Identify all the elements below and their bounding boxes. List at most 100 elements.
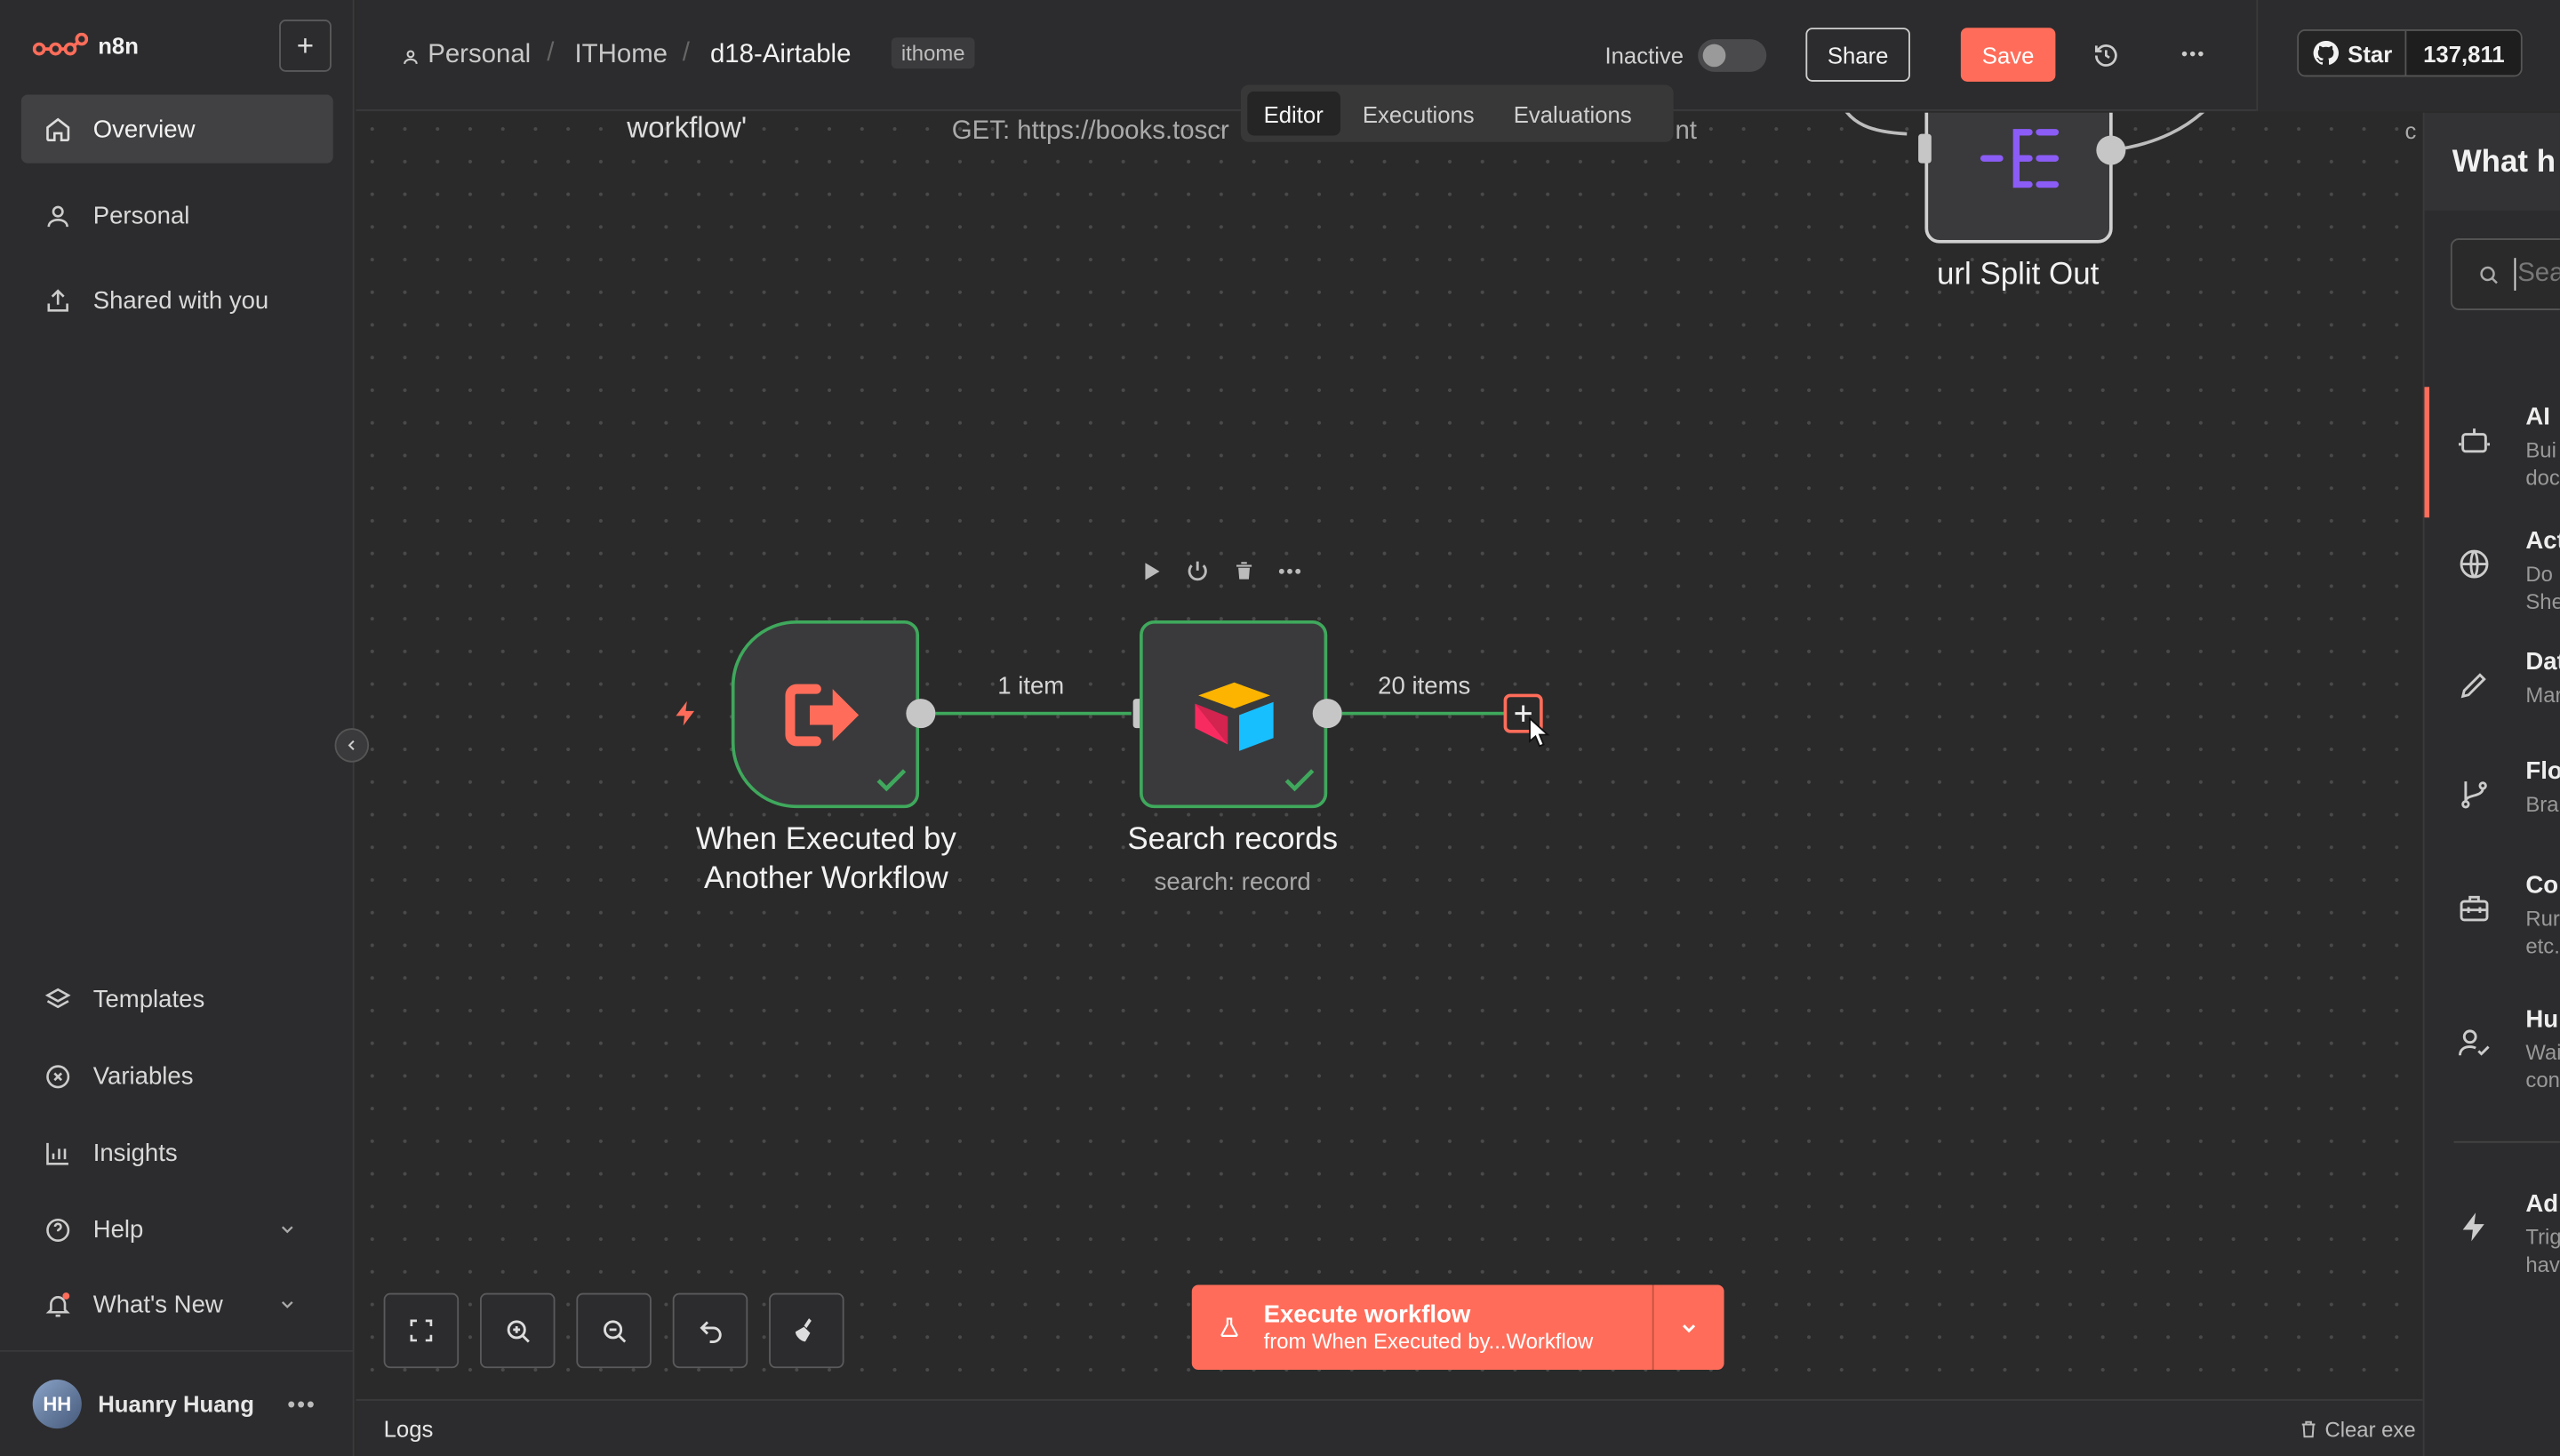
category-action[interactable]: Act Do She bbox=[2424, 511, 2560, 628]
zoom-in-button[interactable] bbox=[479, 1292, 556, 1369]
active-toggle[interactable] bbox=[1698, 39, 1767, 72]
clear-execution-button[interactable]: Clear exe bbox=[2299, 1417, 2416, 1442]
tidy-up-button[interactable] bbox=[769, 1292, 844, 1369]
breadcrumb-separator: / bbox=[547, 39, 555, 68]
airtable-icon bbox=[1195, 682, 1274, 751]
node-search-input[interactable]: Sea bbox=[2450, 238, 2560, 310]
category-human[interactable]: Hu Wai con bbox=[2424, 989, 2560, 1107]
logs-bar[interactable]: Logs Clear exe bbox=[356, 1399, 2423, 1456]
category-desc: Do She bbox=[2525, 561, 2560, 614]
sidebar-item-variables[interactable]: Variables bbox=[21, 1042, 333, 1110]
sidebar-item-overview[interactable]: Overview bbox=[20, 94, 333, 164]
fit-view-icon bbox=[410, 1319, 433, 1342]
zoom-out-button[interactable] bbox=[576, 1292, 652, 1369]
add-node-button[interactable] bbox=[1503, 693, 1543, 733]
search-records-node[interactable] bbox=[1140, 620, 1328, 809]
variables-icon bbox=[46, 1064, 70, 1088]
user-icon bbox=[47, 204, 68, 227]
flask-icon bbox=[1220, 1317, 1238, 1337]
sidebar-divider bbox=[0, 1349, 355, 1352]
workflow-canvas[interactable]: workflow' GET: https://books.toscr nt c … bbox=[356, 112, 2423, 1398]
chevron-down-icon bbox=[281, 1226, 293, 1234]
toggle-knob bbox=[1702, 44, 1726, 68]
category-title: Ad bbox=[2525, 1189, 2559, 1219]
user-icon bbox=[404, 50, 418, 64]
category-data[interactable]: Dat Mar bbox=[2424, 632, 2560, 749]
github-star-button[interactable]: Star 137,811 bbox=[2297, 29, 2523, 77]
category-title: Act bbox=[2525, 527, 2560, 556]
output-port[interactable] bbox=[1312, 699, 1342, 729]
save-button[interactable]: Save bbox=[1960, 28, 2056, 82]
category-desc: Trig hav bbox=[2525, 1224, 2560, 1277]
create-new-button[interactable]: + bbox=[279, 20, 332, 72]
execute-options-button[interactable] bbox=[1652, 1284, 1724, 1370]
tab-evaluations[interactable]: Evaluations bbox=[1513, 100, 1632, 127]
background-text-edge: c bbox=[2404, 117, 2417, 144]
category-desc: Bra bbox=[2525, 791, 2559, 817]
node-title: url Split Out bbox=[1936, 258, 2100, 292]
sidebar-item-shared[interactable]: Shared with you bbox=[21, 266, 333, 334]
category-core[interactable]: Co Rur etc. bbox=[2424, 855, 2560, 972]
category-flow[interactable]: Flo Bra bbox=[2424, 741, 2560, 859]
github-star-label: Star bbox=[2348, 39, 2393, 67]
play-icon[interactable] bbox=[1140, 559, 1163, 582]
input-port[interactable] bbox=[1918, 133, 1932, 164]
templates-icon bbox=[44, 987, 71, 1008]
n8n-logo-icon bbox=[32, 32, 89, 56]
split-out-node[interactable] bbox=[1924, 112, 2113, 244]
tab-editor[interactable]: Editor bbox=[1247, 91, 1340, 136]
node-toolbar bbox=[1140, 558, 1301, 583]
connection-line[interactable] bbox=[935, 711, 1132, 716]
trigger-node[interactable] bbox=[731, 620, 920, 809]
cursor-icon bbox=[1529, 716, 1550, 748]
toolbox-icon bbox=[2460, 895, 2489, 922]
execute-workflow-button[interactable]: Execute workflow from When Executed by..… bbox=[1191, 1284, 1724, 1370]
connection-line[interactable] bbox=[1341, 711, 1506, 716]
view-tabs: Editor Executions Evaluations bbox=[1240, 84, 1674, 142]
bell-icon bbox=[45, 1292, 70, 1316]
sidebar-item-label: Personal bbox=[92, 201, 190, 230]
text-caret bbox=[2514, 258, 2516, 291]
power-icon[interactable] bbox=[1185, 558, 1210, 583]
help-icon bbox=[46, 1218, 70, 1242]
panel-divider bbox=[2453, 1140, 2560, 1143]
sidebar-item-whats-new[interactable]: What's New bbox=[21, 1270, 333, 1339]
sidebar-item-templates[interactable]: Templates bbox=[21, 964, 333, 1033]
bolt-icon bbox=[2462, 1212, 2484, 1242]
clear-execution-label: Clear exe bbox=[2324, 1417, 2416, 1442]
breadcrumb-folder[interactable]: ITHome bbox=[574, 40, 668, 69]
user-check-icon bbox=[2459, 1029, 2490, 1056]
execute-workflow-trigger-icon bbox=[785, 684, 860, 747]
history-icon[interactable] bbox=[2093, 43, 2119, 68]
trash-icon[interactable] bbox=[1233, 558, 1256, 583]
user-menu[interactable]: HH Huanry Huang bbox=[32, 1380, 254, 1429]
collapse-sidebar-button[interactable] bbox=[334, 728, 370, 763]
node-creator-panel: What h Sea AI Bui doc Act Do She Dat Mar… bbox=[2422, 112, 2560, 1456]
share-button[interactable]: Share bbox=[1805, 28, 1910, 82]
n8n-logo[interactable]: n8n bbox=[32, 32, 139, 59]
check-icon bbox=[876, 769, 907, 792]
output-port[interactable] bbox=[906, 699, 936, 729]
workflow-tag[interactable]: ithome bbox=[891, 37, 975, 69]
sidebar-item-personal[interactable]: Personal bbox=[21, 181, 333, 250]
home-icon bbox=[46, 116, 70, 141]
tab-executions[interactable]: Executions bbox=[1362, 100, 1475, 127]
more-horizontal-icon[interactable] bbox=[2181, 51, 2204, 57]
connection-label: 20 items bbox=[1378, 672, 1471, 700]
execute-workflow-main[interactable]: Execute workflow from When Executed by..… bbox=[1192, 1284, 1652, 1370]
more-horizontal-icon[interactable] bbox=[1278, 567, 1301, 573]
breadcrumb-project[interactable]: Personal bbox=[428, 40, 532, 69]
sidebar-item-insights[interactable]: Insights bbox=[21, 1118, 333, 1187]
avatar: HH bbox=[32, 1380, 82, 1429]
category-ai[interactable]: AI Bui doc bbox=[2424, 387, 2560, 518]
output-port[interactable] bbox=[2096, 135, 2126, 165]
category-add-trigger[interactable]: Ad Trig hav bbox=[2424, 1174, 2560, 1292]
user-more-icon[interactable]: ••• bbox=[287, 1390, 316, 1418]
reset-zoom-button[interactable] bbox=[672, 1292, 748, 1369]
category-title: Flo bbox=[2525, 757, 2560, 786]
zoom-in-icon bbox=[506, 1319, 529, 1342]
fit-view-button[interactable] bbox=[383, 1292, 460, 1369]
sidebar-item-help[interactable]: Help bbox=[21, 1195, 333, 1263]
workflow-name[interactable]: d18-Airtable bbox=[709, 40, 852, 69]
node-title: Search records bbox=[1127, 822, 1339, 858]
